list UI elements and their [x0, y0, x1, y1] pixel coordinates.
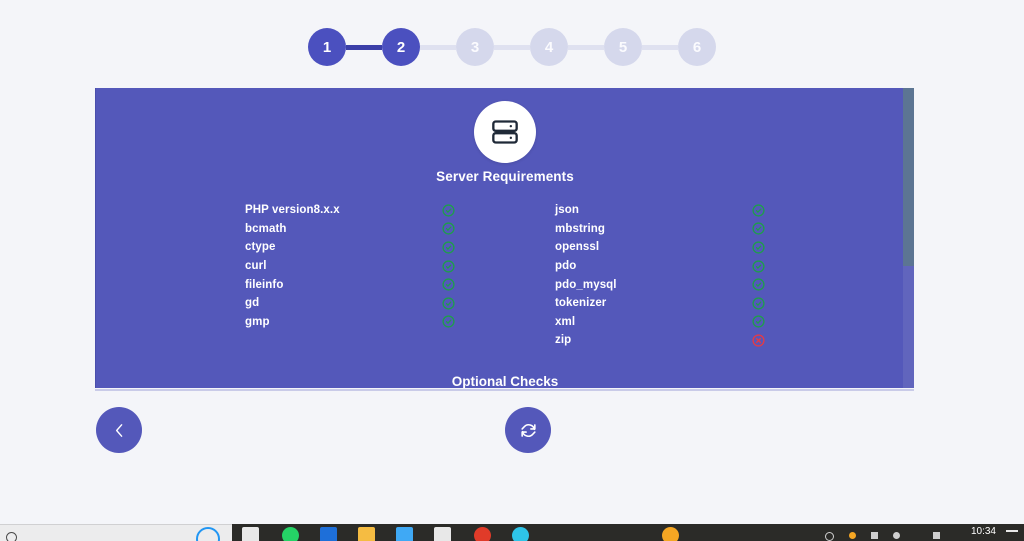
server-requirements-card: Server Requirements PHP version8.x.x bcm…: [95, 88, 914, 388]
requirement-label: pdo_mysql: [555, 278, 617, 291]
requirement-label: zip: [555, 334, 572, 347]
requirement-label: openssl: [555, 241, 600, 254]
step-3[interactable]: 3: [456, 28, 494, 66]
requirements-right-column: json mbstring openssl: [555, 201, 765, 350]
check-ok-icon: [751, 259, 765, 273]
requirement-row: tokenizer: [555, 294, 765, 313]
step-1[interactable]: 1: [308, 28, 346, 66]
requirements-columns: PHP version8.x.x bcmath ctype: [96, 201, 914, 350]
requirement-row: pdo: [555, 257, 765, 276]
step-4[interactable]: 4: [530, 28, 568, 66]
windows-taskbar: 10:34: [0, 524, 1024, 541]
refresh-icon: [520, 423, 536, 437]
taskbar-clock[interactable]: 10:34: [970, 526, 996, 537]
tray-network-icon[interactable]: [871, 532, 878, 539]
chevron-left-icon: [115, 423, 122, 437]
requirement-label: gmp: [245, 315, 270, 328]
check-ok-icon: [441, 222, 455, 236]
check-ok-icon: [751, 222, 765, 236]
card-scroll-content: Server Requirements PHP version8.x.x bcm…: [96, 88, 914, 388]
requirement-row: ctype: [245, 238, 455, 257]
tray-app-icon[interactable]: [849, 532, 856, 539]
check-ok-icon: [751, 315, 765, 329]
card-title: Server Requirements: [436, 169, 574, 184]
step-connector-1-2: [346, 44, 382, 50]
onedrive-icon[interactable]: [320, 527, 337, 541]
stepper-track: 1 2 3 4 5 6: [308, 28, 716, 66]
check-ok-icon: [441, 259, 455, 273]
youtube-icon[interactable]: [474, 527, 491, 541]
step-6[interactable]: 6: [678, 28, 716, 66]
taskview-icon[interactable]: [242, 527, 259, 541]
step-connector-3-4: [494, 44, 530, 50]
step-5[interactable]: 5: [604, 28, 642, 66]
check-ok-icon: [441, 240, 455, 254]
back-button[interactable]: [96, 407, 142, 453]
requirement-label: gd: [245, 297, 260, 310]
file-explorer-icon[interactable]: [358, 527, 375, 541]
card-bottom-divider: [95, 389, 914, 391]
check-ok-icon: [441, 278, 455, 292]
whatsapp-icon[interactable]: [282, 527, 299, 541]
requirement-label: bcmath: [245, 222, 287, 235]
check-ok-icon: [751, 240, 765, 254]
requirement-row: fileinfo: [245, 275, 455, 294]
search-icon: [6, 532, 17, 541]
requirement-row: xml: [555, 313, 765, 332]
check-ok-icon: [441, 203, 455, 217]
requirement-row: pdo_mysql: [555, 275, 765, 294]
requirement-label: xml: [555, 315, 576, 328]
optional-checks-title: Optional Checks: [451, 374, 559, 388]
store-icon[interactable]: [396, 527, 413, 541]
cortana-icon[interactable]: [196, 527, 220, 541]
server-icon: [492, 120, 518, 144]
requirement-label: pdo: [555, 260, 577, 273]
check-ok-icon: [751, 278, 765, 292]
printer-icon[interactable]: [434, 527, 451, 541]
requirement-label: curl: [245, 260, 267, 273]
step-connector-2-3: [420, 44, 456, 50]
refresh-button[interactable]: [505, 407, 551, 453]
requirement-label: tokenizer: [555, 297, 607, 310]
check-ok-icon: [751, 296, 765, 310]
step-connector-5-6: [642, 44, 678, 50]
requirement-row: PHP version8.x.x: [245, 201, 455, 220]
step-2[interactable]: 2: [382, 28, 420, 66]
requirement-label: fileinfo: [245, 278, 284, 291]
requirement-row: openssl: [555, 238, 765, 257]
card-scrollbar-track[interactable]: [903, 88, 914, 388]
requirement-row: gmp: [245, 313, 455, 332]
setup-stepper: 1 2 3 4 5 6: [0, 28, 1024, 66]
card-scrollbar-thumb[interactable]: [903, 88, 914, 266]
browser-page-content: 1 2 3 4 5 6 Server Requirements: [0, 28, 1024, 453]
requirement-row: json: [555, 201, 765, 220]
notification-center-icon[interactable]: [1006, 530, 1018, 532]
requirements-left-column: PHP version8.x.x bcmath ctype: [245, 201, 455, 350]
requirement-row: gd: [245, 294, 455, 313]
telegram-icon[interactable]: [512, 527, 529, 541]
requirement-row: curl: [245, 257, 455, 276]
tray-volume-icon[interactable]: [893, 532, 900, 539]
requirement-label: json: [555, 204, 580, 217]
requirement-label: mbstring: [555, 222, 605, 235]
requirement-label: ctype: [245, 241, 276, 254]
server-icon-badge: [474, 101, 536, 163]
step-connector-4-5: [568, 44, 604, 50]
requirement-row: bcmath: [245, 220, 455, 239]
requirement-row: zip: [555, 331, 765, 350]
tray-battery-icon[interactable]: [933, 532, 940, 539]
tray-cloud-icon[interactable]: [825, 532, 834, 541]
check-ok-icon: [441, 315, 455, 329]
requirement-label: PHP version8.x.x: [245, 204, 340, 217]
app-icon[interactable]: [662, 527, 679, 541]
taskbar-search-box[interactable]: [0, 524, 232, 541]
check-ok-icon: [441, 296, 455, 310]
cross-fail-icon: [751, 333, 765, 347]
requirement-row: mbstring: [555, 220, 765, 239]
check-ok-icon: [751, 203, 765, 217]
